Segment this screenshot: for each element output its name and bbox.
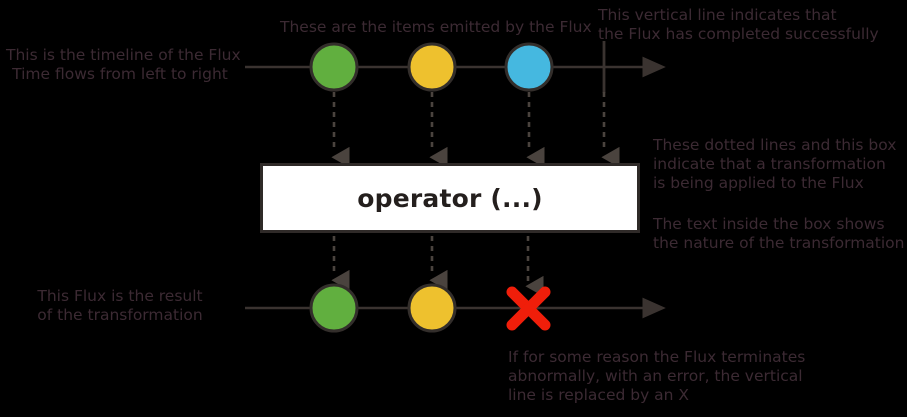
error-x-marker [506,286,551,331]
transform-arrows-in [331,92,620,168]
transform-arrows-out [331,236,544,297]
source-marble-green [309,42,359,92]
source-marble-blue [504,42,554,92]
annotation-box-text-description: The text inside the box shows the nature… [653,215,905,252]
result-marble-green [309,283,359,333]
operator-box: operator (...) [260,163,640,233]
operator-label: operator (...) [357,183,543,213]
source-flux-timeline [245,41,666,93]
annotation-result-description: This Flux is the result of the transform… [37,287,203,324]
source-marble-yellow [407,42,457,92]
annotation-transformation-description: These dotted lines and this box indicate… [653,136,897,192]
annotation-error-description: If for some reason the Flux terminates a… [508,348,806,404]
result-marble-yellow [407,283,457,333]
result-flux-timeline [245,283,666,333]
annotation-timeline-description: This is the timeline of the Flux Time fl… [6,46,241,83]
annotation-completion-description: This vertical line indicates that the Fl… [598,6,879,43]
annotation-items-description: These are the items emitted by the Flux [280,18,592,36]
